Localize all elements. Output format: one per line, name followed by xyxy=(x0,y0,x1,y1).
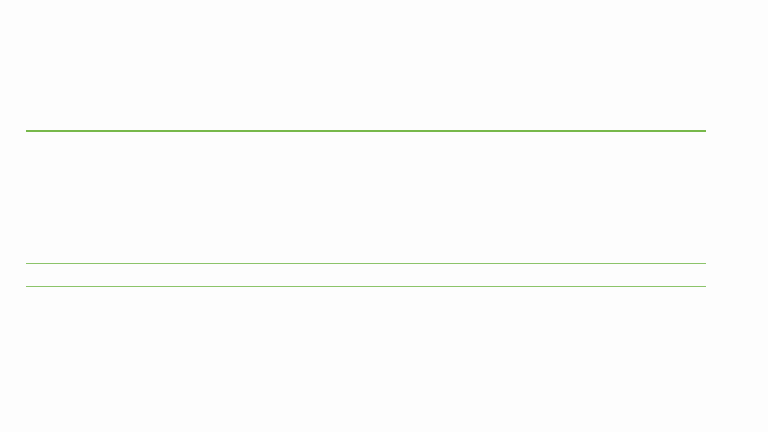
top-divider xyxy=(26,130,706,132)
middle-divider xyxy=(26,263,706,264)
bottom-divider xyxy=(26,286,706,287)
